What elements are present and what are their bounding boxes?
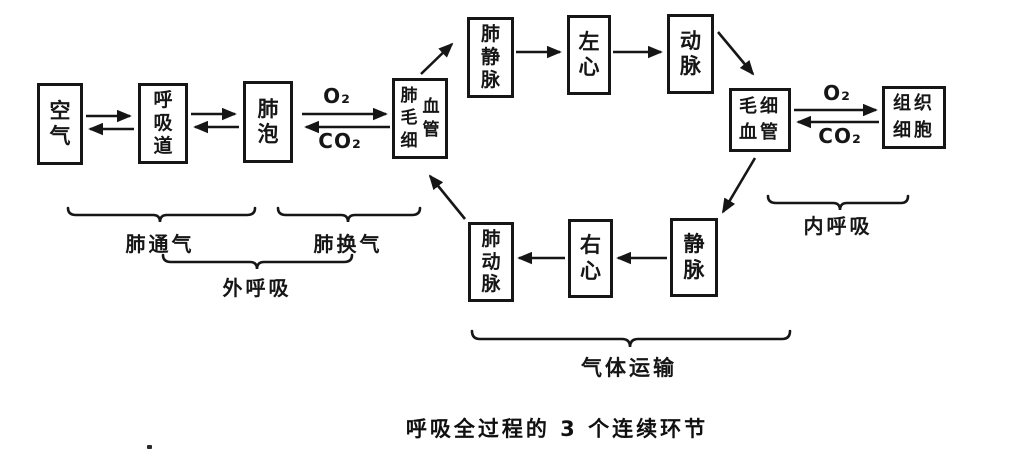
node-pulmonary-capillary: 肺毛细 血管 xyxy=(392,78,448,159)
label-internal-respiration: 内呼吸 xyxy=(803,214,873,238)
node-alveoli-label: 肺泡 xyxy=(257,96,279,146)
node-vein: 静脉 xyxy=(670,218,718,297)
node-airway: 呼吸道 xyxy=(138,83,188,164)
node-alveoli: 肺泡 xyxy=(243,81,293,163)
scan-speck xyxy=(147,445,152,449)
label-gas-transport: 气体运输 xyxy=(581,356,677,380)
node-left-heart: 左心 xyxy=(567,15,611,95)
node-pulmonary-vein: 肺静脉 xyxy=(467,17,514,98)
node-airway-label: 呼吸道 xyxy=(153,89,173,157)
node-right-heart: 右心 xyxy=(568,219,613,298)
brace-internal-respiration xyxy=(766,194,910,211)
node-tissue-cells: 组织细胞 xyxy=(882,86,946,149)
node-pulmonary-capillary-col2: 血管 xyxy=(422,97,440,140)
node-left-heart-label: 左心 xyxy=(578,29,600,79)
gas-o2-alveoli-label: O₂ xyxy=(323,84,351,108)
gas-o2-tissue-label: O₂ xyxy=(823,81,851,105)
node-tissue-cells-label: 组织细胞 xyxy=(893,93,935,141)
node-artery: 动脉 xyxy=(667,14,714,94)
brace-gas-transport xyxy=(470,329,792,348)
label-pulmonary-ventilation: 肺通气 xyxy=(125,232,195,256)
node-pulmonary-capillary-col1: 肺毛细 xyxy=(400,86,418,151)
node-capillary-label: 毛细血管 xyxy=(739,95,781,143)
node-pulmonary-artery: 肺动脉 xyxy=(468,222,514,302)
node-air-label: 空气 xyxy=(49,98,71,148)
label-external-respiration: 外呼吸 xyxy=(222,276,292,300)
node-air: 空气 xyxy=(37,83,83,165)
arrow-capillary-to-vein xyxy=(721,157,757,214)
arrow-pulmonary-capillary-to-pulmonary-vein xyxy=(420,42,454,75)
node-pulmonary-vein-label: 肺静脉 xyxy=(480,23,500,91)
node-pulmonary-artery-label: 肺动脉 xyxy=(481,227,501,296)
brace-pulmonary-gas-exchange xyxy=(276,206,422,223)
node-vein-label: 静脉 xyxy=(683,232,705,282)
node-artery-label: 动脉 xyxy=(680,28,701,78)
brace-external-respiration xyxy=(161,253,354,270)
diagram-title: 呼吸全过程的 3 个连续环节 xyxy=(405,417,709,441)
brace-pulmonary-ventilation xyxy=(66,206,257,223)
arrow-pulmonary-artery-to-pulmonary-capillary xyxy=(428,174,467,220)
label-pulmonary-gas-exchange: 肺换气 xyxy=(313,232,383,256)
gas-co2-tissue-label: CO₂ xyxy=(818,124,862,148)
node-right-heart-label: 右心 xyxy=(580,233,601,283)
node-capillary: 毛细血管 xyxy=(729,88,791,152)
gas-co2-alveoli-label: CO₂ xyxy=(318,129,362,153)
arrow-artery-to-capillary xyxy=(717,31,755,76)
